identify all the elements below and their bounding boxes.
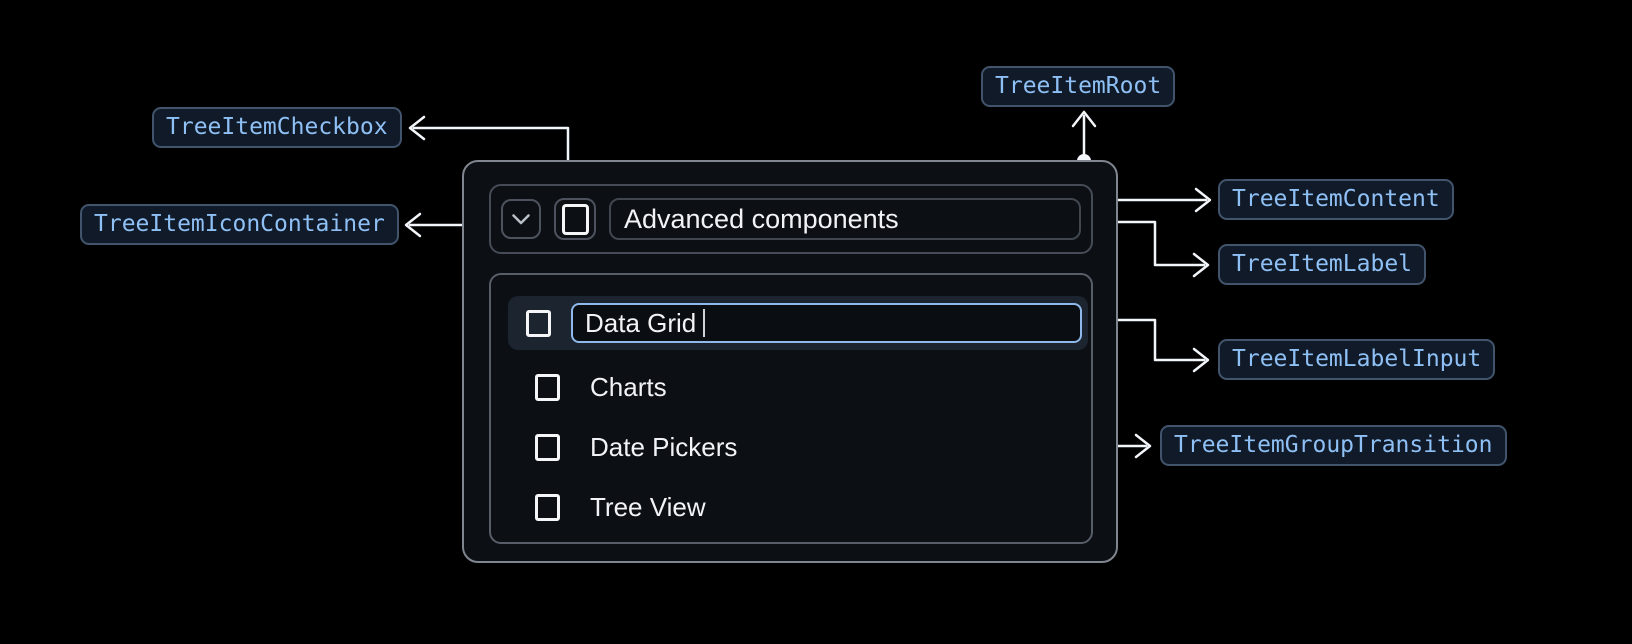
tree-item-label-input[interactable] — [571, 303, 1082, 343]
tree-item-row[interactable]: Tree View — [491, 480, 1091, 534]
badge-tree-item-content: TreeItemContent — [1218, 179, 1454, 220]
badge-tree-item-checkbox: TreeItemCheckbox — [152, 107, 402, 148]
badge-tree-item-icon-container: TreeItemIconContainer — [80, 204, 399, 245]
tree-item-row[interactable]: Charts — [491, 360, 1091, 414]
tree-item-group-transition: Charts Date Pickers Tree View — [489, 273, 1093, 544]
text-caret — [703, 309, 705, 337]
checkbox-unchecked-icon[interactable] — [526, 309, 551, 337]
arrowhead-left-icon — [404, 212, 422, 238]
tree-item-label: Date Pickers — [590, 431, 738, 462]
arrowhead-right-icon — [1192, 252, 1210, 278]
label-input-wrapper — [571, 303, 1082, 343]
arrowhead-right-icon — [1134, 433, 1152, 459]
arrowhead-up-icon — [1071, 110, 1097, 128]
tree-item-checkbox[interactable] — [554, 198, 596, 240]
checkbox-unchecked-icon[interactable] — [535, 433, 560, 461]
tree-item-label: Charts — [590, 371, 667, 402]
badge-tree-item-label-input: TreeItemLabelInput — [1218, 339, 1496, 380]
tree-item-icon-container[interactable] — [501, 199, 541, 239]
checkbox-unchecked-icon[interactable] — [535, 373, 560, 401]
badge-tree-item-group-transition: TreeItemGroupTransition — [1160, 425, 1507, 466]
arrowhead-right-icon — [1192, 347, 1210, 373]
tree-item-row-editing[interactable] — [508, 296, 1088, 350]
tree-item-label: Tree View — [590, 491, 706, 522]
tree-item-root: Advanced components Charts Date Pickers — [462, 160, 1118, 563]
tree-item-content[interactable]: Advanced components — [489, 184, 1093, 254]
tree-item-label[interactable]: Advanced components — [609, 198, 1081, 240]
arrowhead-right-icon — [1194, 187, 1212, 213]
badge-tree-item-root: TreeItemRoot — [981, 66, 1176, 107]
checkbox-unchecked-icon[interactable] — [535, 493, 560, 521]
badge-tree-item-label: TreeItemLabel — [1218, 244, 1427, 285]
tree-item-row[interactable]: Date Pickers — [491, 420, 1091, 474]
chevron-down-icon — [512, 213, 530, 224]
parent-item-label: Advanced components — [624, 203, 899, 234]
arrowhead-left-icon — [408, 115, 426, 141]
checkbox-unchecked-icon — [561, 203, 589, 235]
